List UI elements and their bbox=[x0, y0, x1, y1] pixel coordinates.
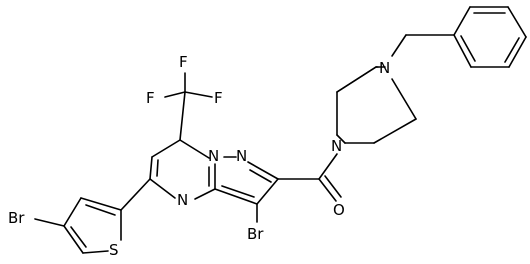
bond-pip-c5-c6 bbox=[373, 118, 417, 144]
bond-thio-c4-c5 bbox=[63, 225, 84, 254]
bond-thio-c5-s bbox=[82, 250, 109, 254]
bond-carbonyl-npip bbox=[318, 153, 338, 180]
bond-cf3-c-f2 bbox=[164, 91, 186, 98]
bond-carbonyl-o-inner bbox=[324, 175, 342, 198]
bond-n1-c2-inner bbox=[249, 169, 272, 183]
bond-carbonyl-o bbox=[318, 178, 337, 202]
bond-c3-c3a bbox=[214, 188, 258, 205]
atom-n-bridgehead: N bbox=[208, 147, 219, 165]
bond-n4-ch2 bbox=[391, 34, 407, 57]
bond-c5-thio bbox=[120, 178, 151, 211]
bond-c7-c6 bbox=[151, 139, 181, 158]
bond-ph-1-2 bbox=[453, 6, 471, 36]
bond-c7-cf3 bbox=[179, 91, 186, 141]
bond-ph-3-4 bbox=[507, 6, 527, 38]
bond-thio-c2-c3 bbox=[80, 197, 122, 211]
bond-c5-n4 bbox=[149, 178, 176, 199]
bond-n7a-c7 bbox=[179, 139, 210, 159]
bond-thio-c3-c4 bbox=[63, 197, 82, 227]
bond-n4-c3a bbox=[194, 188, 216, 200]
bond-thio-br bbox=[34, 218, 65, 227]
bond-ph-4-5 bbox=[508, 36, 527, 68]
atom-s-thiophene: S bbox=[109, 241, 119, 259]
atom-n-pyrazole: N bbox=[236, 147, 247, 165]
atom-n-pyrimidine: N bbox=[177, 191, 188, 209]
bond-ph-inner-b bbox=[504, 37, 520, 63]
bond-lines bbox=[34, 6, 527, 254]
atom-br-thiophene: Br bbox=[8, 209, 25, 227]
atom-br-pyrazole: Br bbox=[247, 225, 264, 243]
bond-c2-c3 bbox=[256, 178, 279, 205]
bond-thio-inner-b bbox=[70, 226, 87, 248]
bond-n1-c2 bbox=[247, 161, 279, 180]
bond-pip-n4-c5 bbox=[391, 78, 417, 120]
bond-ph-inner-c bbox=[460, 35, 476, 62]
bond-thio-inner-a bbox=[85, 204, 116, 216]
bond-c3-c3a-inner bbox=[221, 185, 255, 198]
atom-n-piperazine-1: N bbox=[331, 137, 342, 155]
atom-labels: F F F N N N N N O Br Br S bbox=[8, 53, 390, 259]
bond-ph-6-1 bbox=[453, 34, 472, 68]
bond-pip-n1-a bbox=[336, 134, 346, 144]
bond-cf3-c-f3 bbox=[184, 91, 213, 98]
atom-f-right: F bbox=[214, 89, 223, 107]
bond-pip-c3-n4b bbox=[336, 66, 377, 93]
atom-f-top: F bbox=[179, 53, 188, 71]
atom-o-carbonyl: O bbox=[333, 201, 345, 219]
atom-n-piperazine-4: N bbox=[379, 59, 390, 77]
bond-c6-c5-inner bbox=[156, 159, 159, 177]
bond-c6-c5 bbox=[149, 156, 153, 180]
atom-f-left: F bbox=[146, 89, 155, 107]
